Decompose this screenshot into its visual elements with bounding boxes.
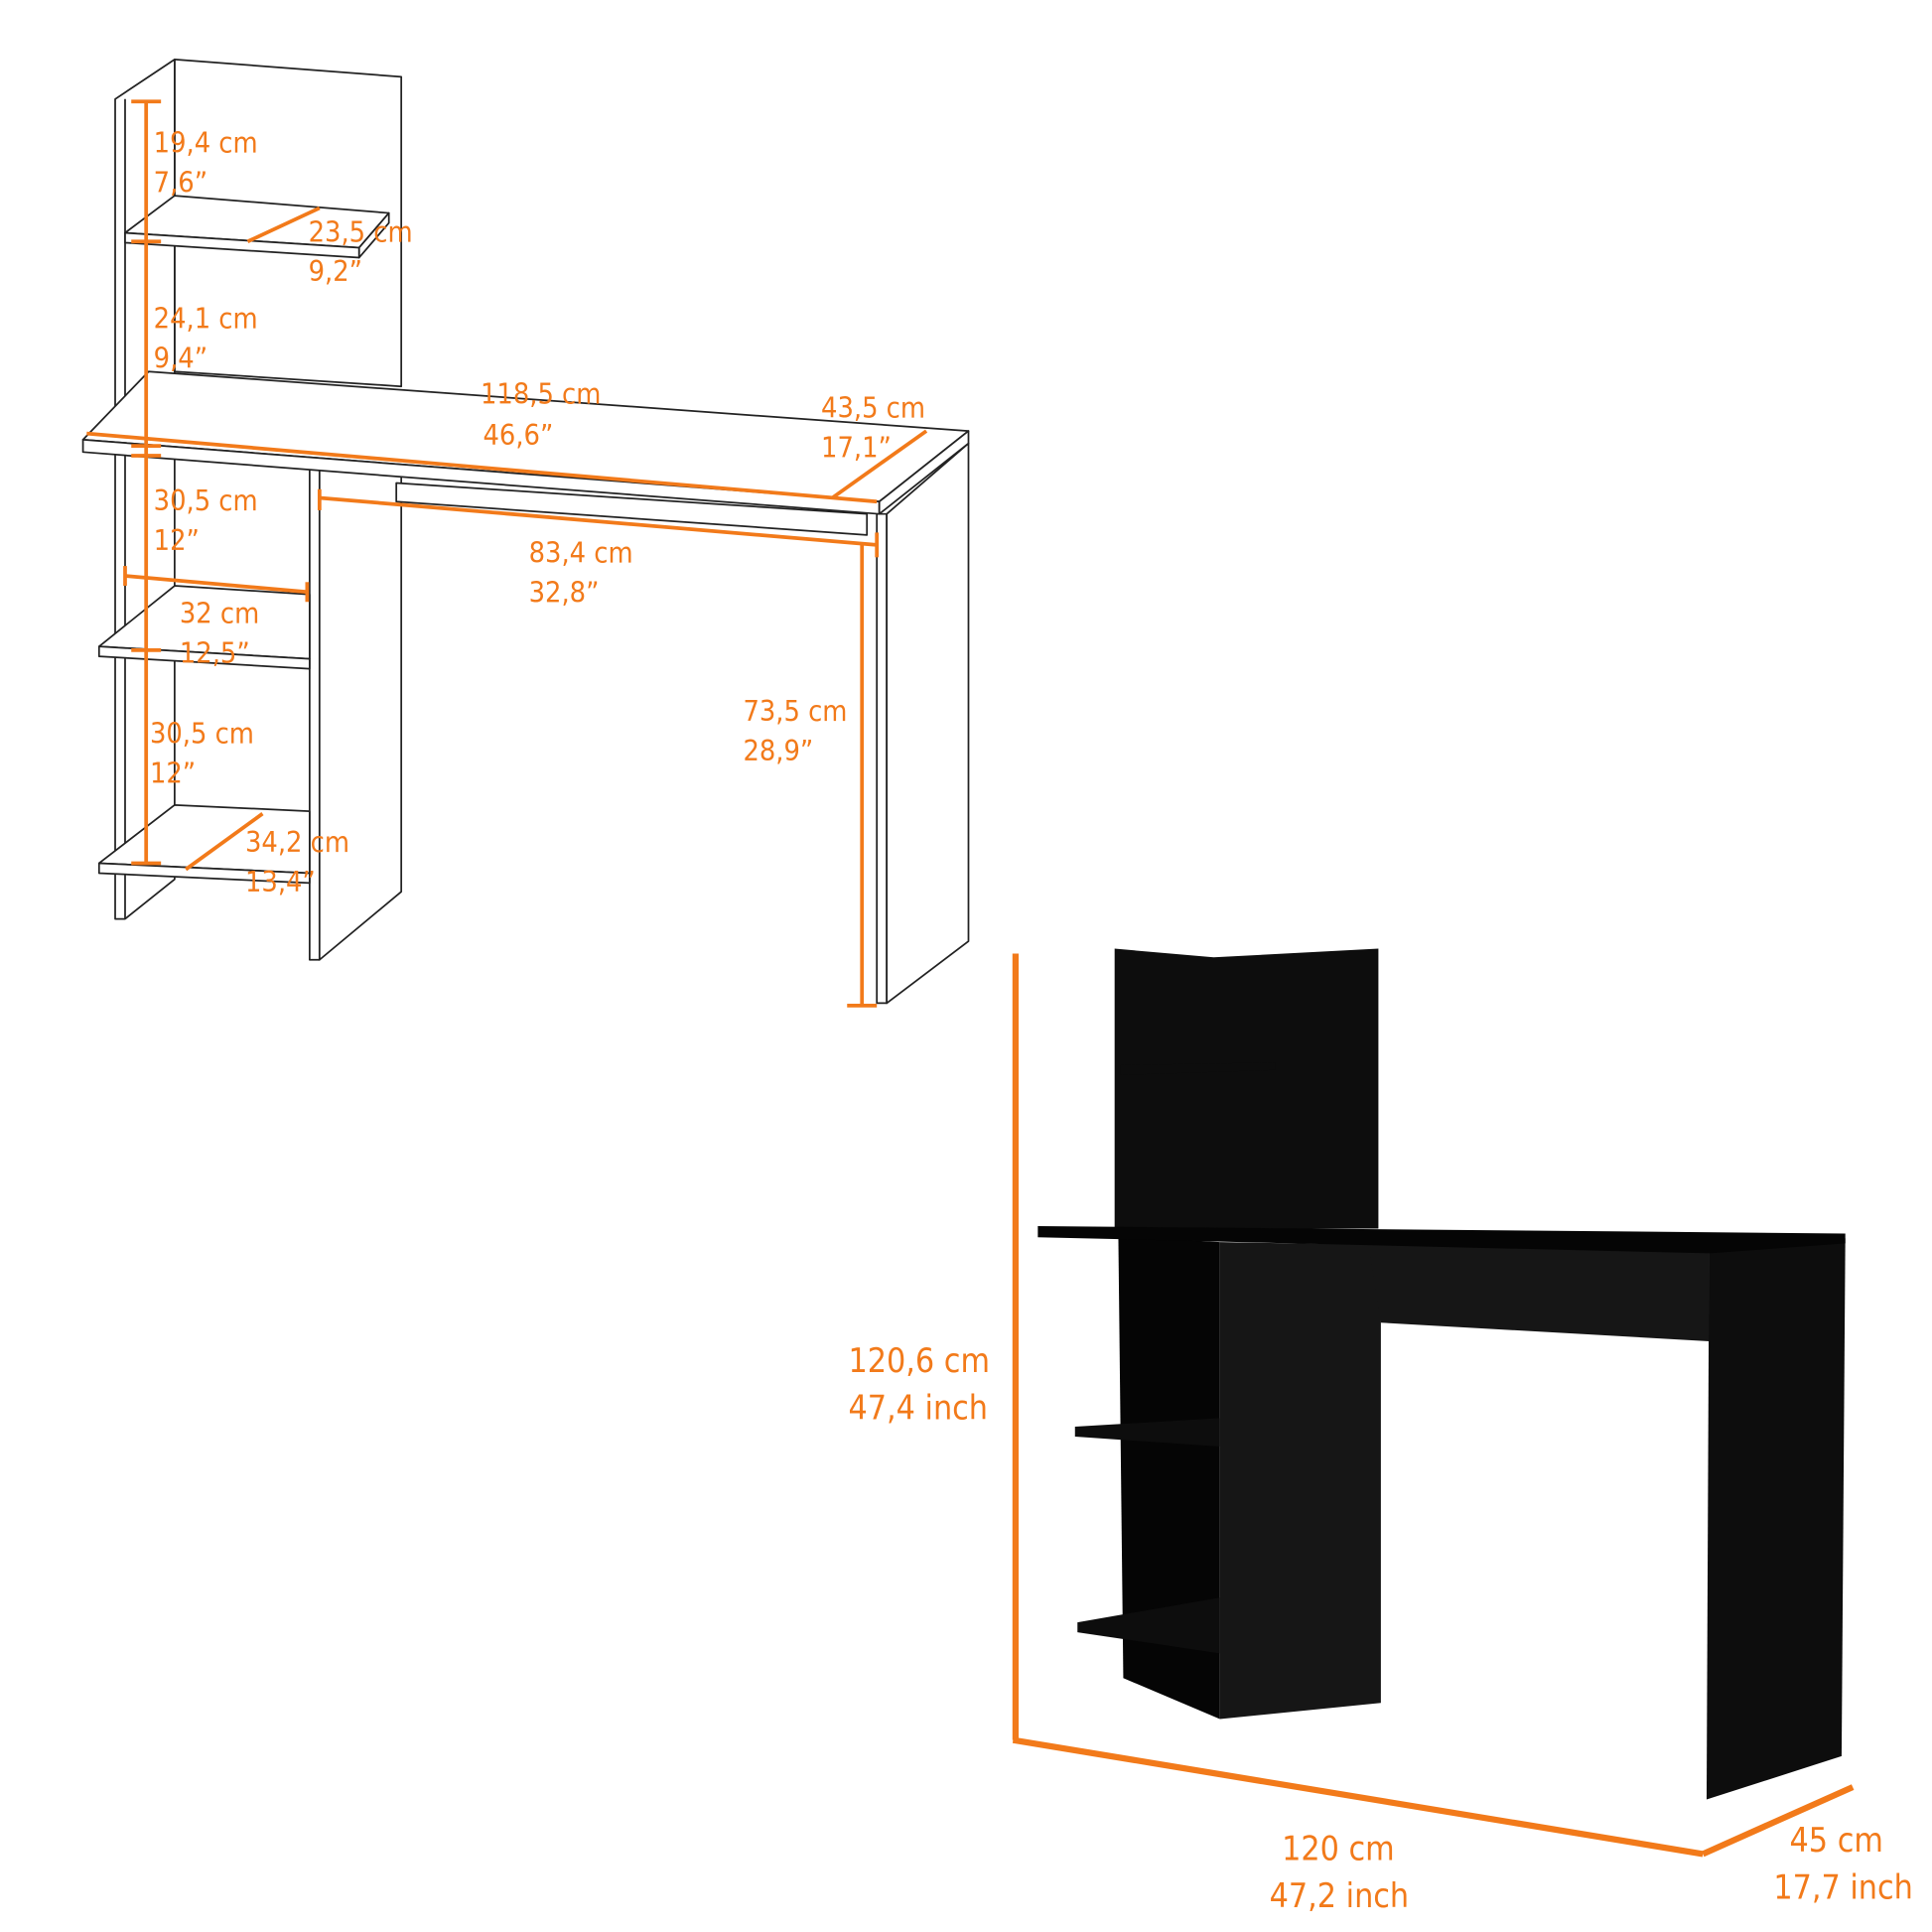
label-top-shelf-in: 9,2” [309,254,362,288]
label-depth-cm: 45 cm [1790,1821,1883,1860]
label-bottom-shelf-in: 13,4” [245,865,316,898]
modesty-panel-photo [1368,1244,1710,1341]
modesty-panel [395,482,869,536]
label-desk-width-cm: 118,5 cm [481,377,601,411]
label-upper-gap-cm: 24,1 cm [154,302,258,336]
label-lower-gap2-in: 12” [150,756,196,789]
label-top-gap-in: 7,6” [154,165,207,199]
label-lower-gap1-in: 12” [154,523,200,557]
shelf-column [1118,1235,1220,1720]
label-height-in: 47,4 inch [848,1389,988,1428]
label-upper-gap-in: 9,4” [154,341,207,374]
label-desk-height-cm: 73,5 cm [743,694,847,728]
label-knee-width-in: 32,8” [529,575,600,609]
label-top-gap-cm: 19,4 cm [154,125,258,159]
center-panel [1219,1242,1381,1720]
right-leg-photo [1706,1238,1846,1800]
label-lower-gap2-cm: 30,5 cm [150,716,254,750]
top-shelf-photo [1120,1062,1276,1075]
label-desk-depth-in: 17,1” [821,430,892,464]
label-desk-width-in: 46,6” [483,418,554,452]
hutch-back [1114,948,1379,1229]
desk-photo [1037,948,1846,1800]
label-top-shelf-cm: 23,5 cm [309,214,413,248]
photo-dimension-lines [1012,953,1855,1858]
desktop-photo [1037,1225,1846,1254]
dimension-lines [86,99,928,1008]
label-bottom-shelf-cm: 34,2 cm [245,825,349,859]
label-width-cm: 120 cm [1282,1830,1395,1868]
label-shelf-width-cm: 32 cm [180,596,259,629]
middle-shelf-photo [1074,1418,1220,1448]
label-desk-height-in: 28,9” [743,734,813,767]
label-height-cm: 120,6 cm [848,1341,989,1380]
label-width-in: 47,2 inch [1270,1876,1410,1915]
desk-line-drawing [81,59,970,1005]
label-lower-gap1-cm: 30,5 cm [154,483,258,517]
label-knee-width-cm: 83,4 cm [529,535,633,569]
label-shelf-width-in: 12,5” [180,635,250,669]
label-depth-in: 17,7 inch [1773,1867,1913,1906]
dimension-labels: 19,4 cm 7,6” 23,5 cm 9,2” 24,1 cm 9,4” 1… [150,125,1913,1915]
right-leg [876,512,889,1005]
label-desk-depth-cm: 43,5 cm [821,390,925,424]
bottom-shelf-photo [1077,1597,1220,1654]
